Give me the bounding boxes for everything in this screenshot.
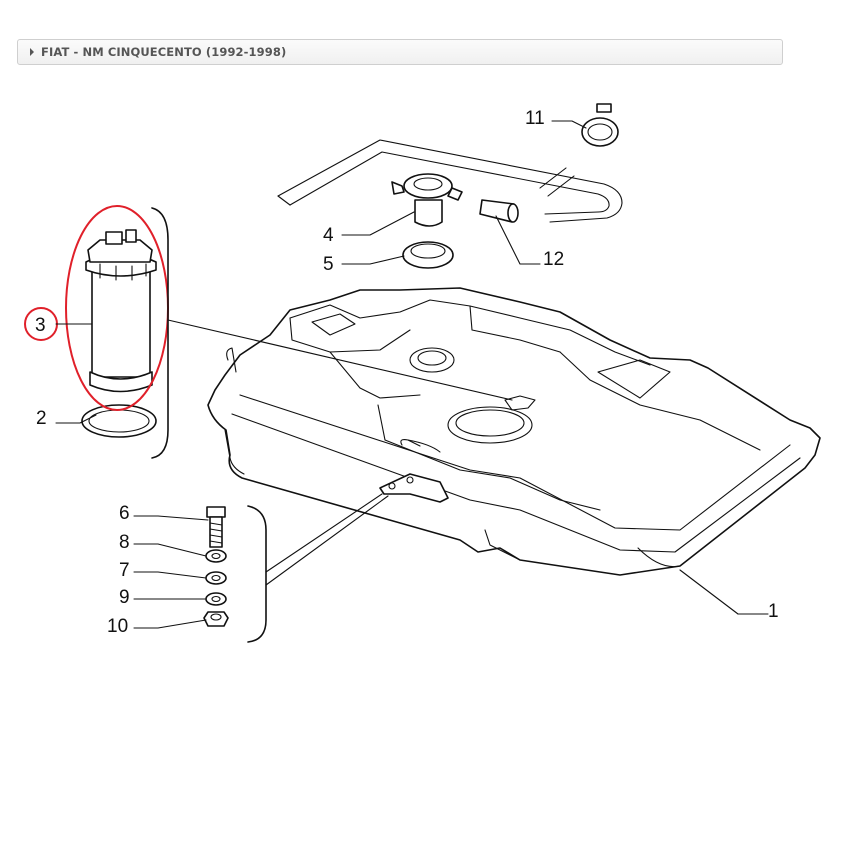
- seal-ring: [81, 404, 157, 438]
- nut: [203, 611, 229, 627]
- leader-lines: [55, 120, 769, 629]
- spring-washer: [205, 549, 227, 563]
- callout-3: 3: [35, 315, 46, 336]
- pump-group-bracket: [151, 207, 169, 459]
- hose-sleeve: [479, 199, 519, 223]
- flat-washer: [205, 571, 227, 585]
- washer: [205, 592, 227, 606]
- filler-valve: [391, 173, 463, 227]
- grommet: [402, 241, 454, 269]
- callout-11: 11: [525, 108, 545, 129]
- mounting-bracket: [379, 473, 449, 503]
- breadcrumb[interactable]: FIAT - NM CINQUECENTO (1992-1998): [17, 39, 783, 65]
- pump-leader-to-tank: [167, 319, 513, 401]
- bolt: [206, 506, 226, 548]
- hardware-group-bracket: [247, 505, 267, 643]
- callout-8: 8: [119, 532, 130, 553]
- callout-7: 7: [119, 560, 130, 581]
- callout-10: 10: [107, 616, 128, 637]
- breadcrumb-label: FIAT - NM CINQUECENTO (1992-1998): [41, 45, 287, 59]
- callout-2: 2: [36, 408, 47, 429]
- callout-1: 1: [768, 601, 779, 622]
- callout-5: 5: [323, 254, 334, 275]
- hose-clamp: [581, 103, 619, 147]
- chevron-right-icon: [30, 48, 34, 56]
- hardware-leader-to-bracket: [265, 493, 389, 586]
- callout-4: 4: [323, 225, 334, 246]
- fuel-tank: [207, 287, 821, 576]
- filler-pipe: [277, 139, 623, 223]
- callout-12: 12: [543, 249, 564, 270]
- callout-6: 6: [119, 503, 130, 524]
- fuel-pump: [85, 229, 157, 393]
- callout-9: 9: [119, 587, 130, 608]
